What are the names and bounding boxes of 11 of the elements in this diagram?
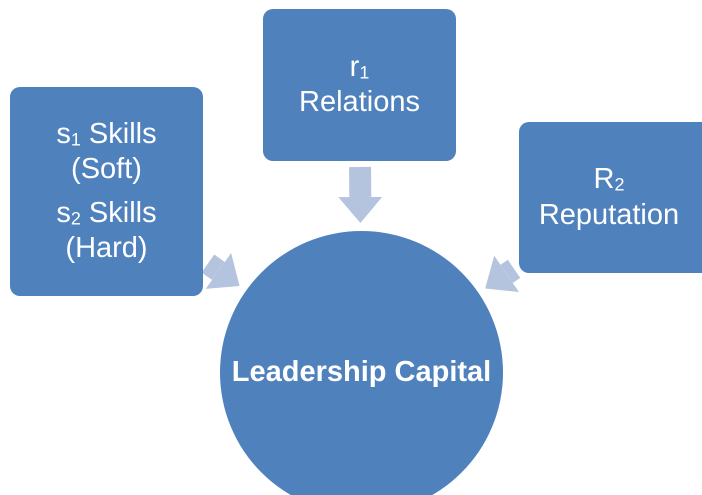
block-arrow [338,166,382,223]
node-label: R$_{2}$ Reputation [538,162,680,232]
concept-box [519,122,702,273]
node-label: r$_{1}$ Relations [299,50,420,120]
concept-box [263,9,456,161]
block-arrow [202,252,240,289]
block-arrow [485,256,520,292]
node-label: s$_{2}$ Skills (Hard) [55,196,158,266]
node-label: Leadership Capital [232,354,492,390]
node-label: s$_{1}$ Skills (Soft) [55,116,158,188]
concept-box [10,87,203,296]
